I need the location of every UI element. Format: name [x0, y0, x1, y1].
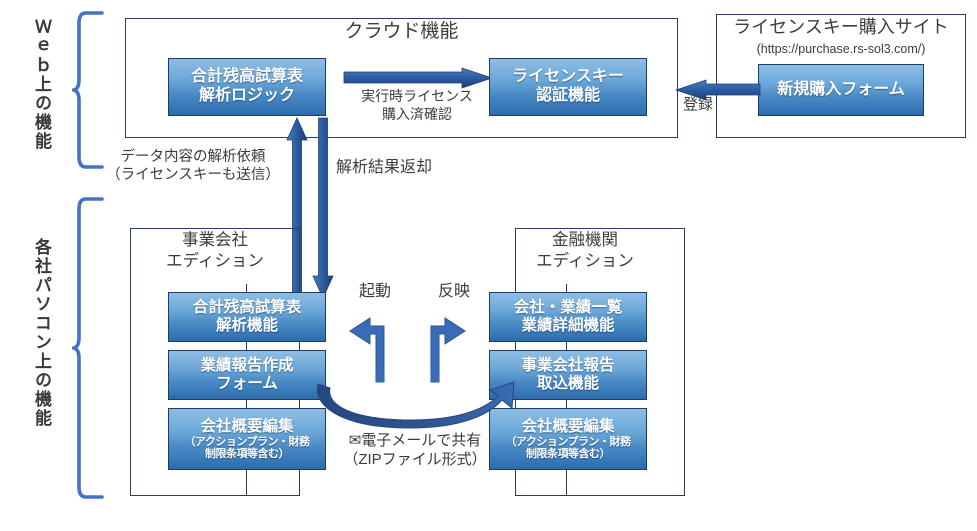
box-license-auth-line2: 認証機能: [535, 87, 600, 104]
box-trial-balance-logic[interactable]: 合計残高試算表 解析ロジック: [168, 58, 326, 116]
label-email-share-line1: ✉電子メールで共有: [348, 432, 482, 449]
label-register: 登録: [682, 96, 713, 113]
container-financial-edition-title-line2: エディション: [536, 251, 634, 270]
container-cloud: [125, 18, 678, 138]
arrow-reflect: [430, 317, 466, 383]
container-financial-edition-title: 金融機関 エディション: [485, 230, 685, 271]
section-label-web: Ｗｅｂ上の機能: [32, 18, 51, 151]
label-runtime-license-check-line1: 実行時ライセンス: [361, 88, 473, 104]
label-analysis-request-line1: データ内容の解析依頼: [120, 149, 266, 165]
box-trial-balance-func-line1: 合計残高試算表: [192, 298, 302, 316]
box-company-profile-right-sub1: （アクションプラン・財務: [505, 435, 631, 448]
label-runtime-license-check-line2: 購入済確認: [382, 105, 452, 122]
box-report-create-form[interactable]: 業績報告作成 フォーム: [168, 350, 326, 400]
connector-left-3: [246, 398, 248, 410]
container-purchase-site-title: ライセンスキー購入サイト: [733, 17, 949, 37]
label-analysis-request-line2: （ライセンスキーも送信）: [106, 167, 280, 184]
connector-left-2: [246, 340, 248, 352]
box-report-create-form-line2: フォーム: [216, 375, 278, 392]
box-company-profile-right-line1: 会社概要編集: [521, 417, 615, 435]
label-analysis-result: 解析結果返却: [336, 159, 433, 176]
box-company-profile-right[interactable]: 会社概要編集 （アクションプラン・財務 制限条項等含む）: [489, 408, 647, 470]
box-company-profile-left[interactable]: 会社概要編集 （アクションプラン・財務 制限条項等含む）: [168, 408, 326, 470]
label-reflect: 反映: [437, 283, 470, 300]
box-trial-balance-func-line2: 解析機能: [215, 317, 278, 334]
box-report-create-form-line1: 業績報告作成: [200, 356, 294, 374]
connector-right-1: [566, 284, 568, 294]
connector-right-2: [566, 340, 568, 352]
connector-right-4: [566, 470, 568, 496]
container-business-edition-title-line2: エディション: [166, 251, 264, 270]
label-email-share: ✉電子メールで共有 （ZIPファイル形式）: [330, 432, 500, 470]
box-new-purchase-form-line1: 新規購入フォーム: [777, 80, 905, 98]
container-purchase-site: [716, 14, 966, 138]
arrow-email-share-curve: [316, 381, 515, 429]
box-company-profile-left-sub2: 制限条項等含む）: [205, 448, 290, 461]
box-company-profile-left-line1: 会社概要編集: [200, 417, 294, 435]
container-financial-edition-title-line1: 金融機関: [552, 231, 618, 249]
box-company-profile-left-sub1: （アクションプラン・財務: [184, 435, 310, 448]
box-company-list[interactable]: 会社・業績一覧 業績詳細機能: [489, 292, 647, 342]
container-business-edition-title: 事業会社 エディション: [130, 230, 300, 271]
box-trial-balance-logic-line2: 解析ロジック: [198, 87, 295, 104]
box-company-list-line1: 会社・業績一覧: [513, 298, 623, 316]
box-trial-balance-logic-line1: 合計残高試算表: [190, 68, 303, 86]
arrow-register: [674, 79, 761, 101]
label-analysis-request: データ内容の解析依頼 （ライセンスキーも送信）: [100, 148, 286, 184]
box-license-auth-line1: ライセンスキー: [512, 68, 624, 86]
brace-pc: [72, 196, 104, 500]
label-launch: 起動: [358, 283, 391, 300]
box-trial-balance-func[interactable]: 合計残高試算表 解析機能: [168, 292, 326, 342]
arrow-launch: [349, 317, 385, 383]
container-purchase-site-url: (https://purchase.rs-sol3.com/): [756, 42, 926, 56]
section-label-pc: 各社パソコン上の機能: [32, 238, 51, 428]
container-business-edition-title-line1: 事業会社: [182, 231, 248, 249]
box-report-import-line2: 取込機能: [536, 375, 599, 392]
connector-right-3: [566, 398, 568, 410]
label-email-share-line2: （ZIPファイル形式）: [343, 450, 487, 468]
box-report-import-line1: 事業会社報告: [521, 356, 615, 374]
brace-web: [72, 10, 104, 170]
box-license-auth[interactable]: ライセンスキー 認証機能: [489, 58, 647, 116]
arrow-runtime-license-check: [343, 67, 494, 89]
box-new-purchase-form[interactable]: 新規購入フォーム: [758, 64, 924, 116]
arrow-analysis-result-down: [312, 117, 334, 299]
connector-left-4: [246, 470, 248, 496]
box-report-import[interactable]: 事業会社報告 取込機能: [489, 350, 647, 400]
container-cloud-title: クラウド機能: [344, 21, 459, 42]
box-company-profile-right-sub2: 制限条項等含む）: [526, 448, 611, 461]
label-runtime-license-check: 実行時ライセンス 購入済確認: [342, 88, 492, 123]
box-company-list-line2: 業績詳細機能: [521, 317, 615, 334]
connector-left-1: [246, 284, 248, 294]
